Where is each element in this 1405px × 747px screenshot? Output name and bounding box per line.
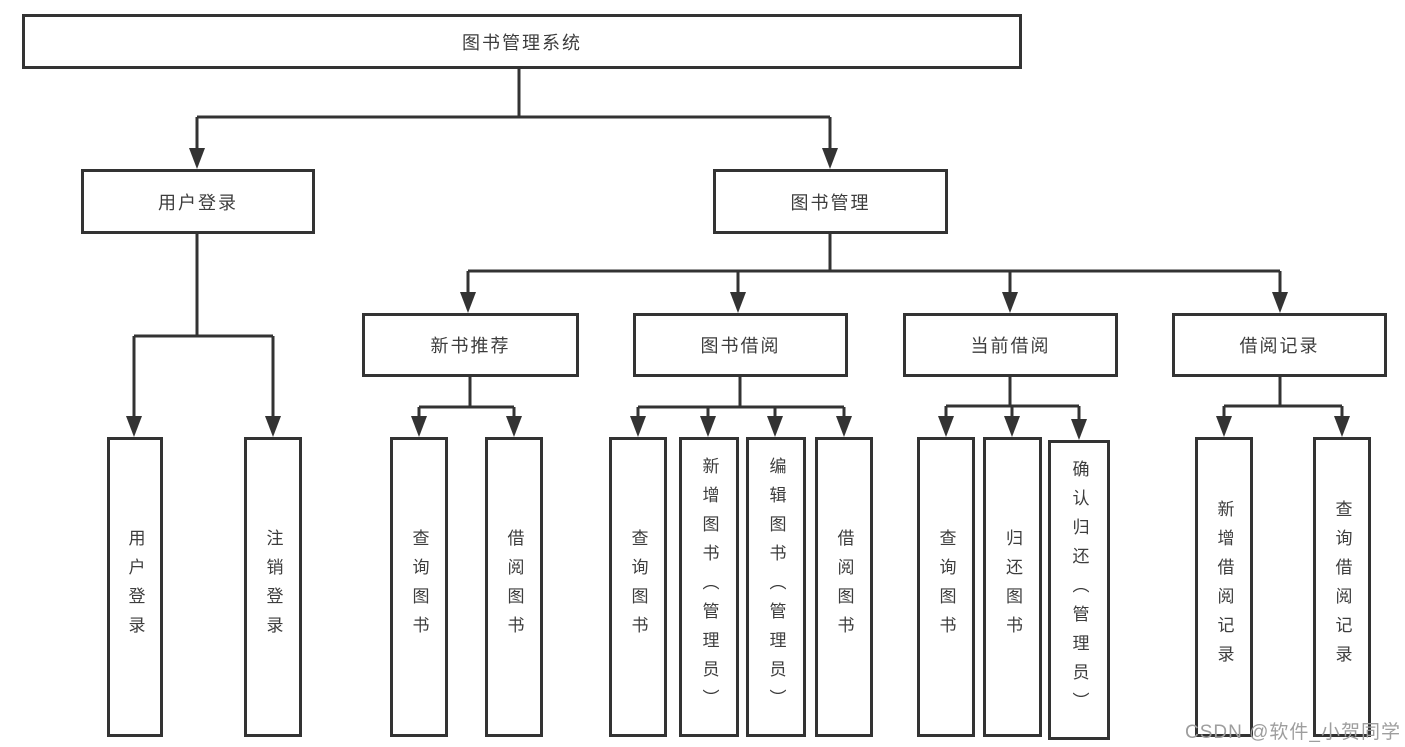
leaf-edit-book-admin-label: 编辑图书（管理员） <box>766 456 786 718</box>
leaf-query-books-borrowing-label: 查询图书 <box>628 529 648 645</box>
arrowhead-down-icons <box>126 148 1350 440</box>
leaf-return-books: 归还图书 <box>983 437 1042 737</box>
node-user-login-label: 用户登录 <box>158 192 238 213</box>
connector-path <box>132 69 1344 423</box>
leaf-add-book-admin: 新增图书（管理员） <box>679 437 739 737</box>
node-new-book-recommendation-label: 新书推荐 <box>430 336 511 356</box>
leaf-query-books-recommend-label: 查询图书 <box>409 529 429 645</box>
leaf-borrow-books-recommend: 借阅图书 <box>485 437 543 737</box>
leaf-add-book-admin-label: 新增图书（管理员） <box>699 456 719 718</box>
leaf-query-books-current: 查询图书 <box>917 437 975 737</box>
node-book-management: 图书管理 <box>713 169 948 234</box>
node-book-borrowing-label: 图书借阅 <box>700 336 781 356</box>
csdn-watermark: CSDN @软件_小贺同学 <box>1185 722 1401 743</box>
leaf-logout: 注销登录 <box>244 437 302 737</box>
node-new-book-recommendation: 新书推荐 <box>362 313 579 377</box>
leaf-query-books-recommend: 查询图书 <box>390 437 448 737</box>
node-current-borrowing-label: 当前借阅 <box>970 336 1051 356</box>
leaf-logout-label: 注销登录 <box>263 529 283 645</box>
node-borrowing-records-label: 借阅记录 <box>1239 336 1320 356</box>
leaf-query-borrow-record-label: 查询借阅记录 <box>1332 500 1352 674</box>
leaf-user-login: 用户登录 <box>107 437 163 737</box>
leaf-borrow-books-recommend-label: 借阅图书 <box>504 529 524 645</box>
node-book-borrowing: 图书借阅 <box>633 313 848 377</box>
node-book-management-label: 图书管理 <box>790 192 871 213</box>
leaf-query-books-borrowing: 查询图书 <box>609 437 667 737</box>
leaf-confirm-return-admin-label: 确认归还（管理员） <box>1069 459 1089 721</box>
node-root-label: 图书管理系统 <box>462 32 582 53</box>
leaf-user-login-label: 用户登录 <box>125 529 145 645</box>
leaf-add-borrow-record: 新增借阅记录 <box>1195 437 1253 737</box>
leaf-query-borrow-record: 查询借阅记录 <box>1313 437 1371 737</box>
leaf-borrow-books-borrowing-label: 借阅图书 <box>834 529 854 645</box>
leaf-edit-book-admin: 编辑图书（管理员） <box>746 437 806 737</box>
leaf-query-books-current-label: 查询图书 <box>936 529 956 645</box>
leaf-return-books-label: 归还图书 <box>1003 529 1022 645</box>
leaf-add-borrow-record-label: 新增借阅记录 <box>1214 500 1234 674</box>
node-current-borrowing: 当前借阅 <box>903 313 1118 377</box>
node-user-login: 用户登录 <box>81 169 315 234</box>
leaf-borrow-books-borrowing: 借阅图书 <box>815 437 873 737</box>
node-borrowing-records: 借阅记录 <box>1172 313 1387 377</box>
leaf-confirm-return-admin: 确认归还（管理员） <box>1048 440 1110 740</box>
node-root: 图书管理系统 <box>22 14 1022 69</box>
